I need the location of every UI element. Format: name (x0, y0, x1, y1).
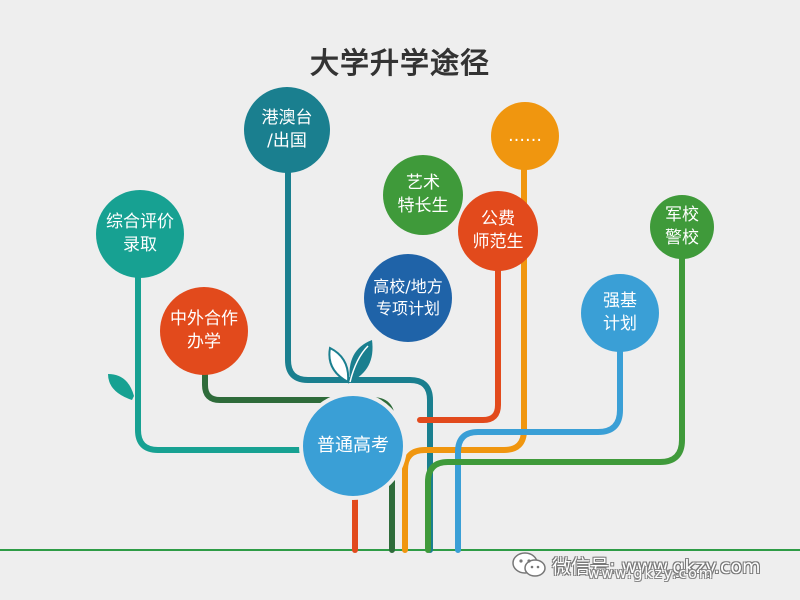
branch-eval (135, 257, 303, 453)
node-more: …… (491, 102, 559, 170)
node-art-label: 艺术 特长生 (397, 173, 449, 216)
node-center-label: 普通高考 (317, 434, 389, 456)
node-eval-label: 综合评价 录取 (106, 212, 174, 255)
branch-hk (285, 162, 433, 553)
node-normal: 公费 师范生 (458, 191, 538, 271)
watermark: 微信号: www.gkzy.com (512, 547, 761, 583)
sprout-icon (328, 340, 373, 384)
branch-strong (455, 347, 623, 553)
node-eval: 综合评价 录取 (96, 190, 184, 278)
node-military: 军校 警校 (650, 195, 714, 259)
node-normal-label: 公费 师范生 (472, 209, 524, 252)
leaf-left-icon (108, 374, 134, 400)
node-center: 普通高考 (299, 392, 407, 500)
watermark-text: 微信号: www.gkzy.com (552, 555, 761, 578)
branch-more (402, 162, 527, 553)
node-art: 艺术 特长生 (383, 155, 463, 235)
branch-normal (417, 267, 501, 423)
node-hk-label: 港澳台 /出国 (261, 108, 313, 151)
node-military-label: 军校 警校 (665, 205, 699, 248)
node-coop-label: 中外合作 办学 (170, 309, 238, 352)
branch-military (425, 247, 685, 553)
page-title: 大学升学途径 (309, 46, 490, 80)
node-strong-label: 强基 计划 (603, 291, 637, 334)
node-coop: 中外合作 办学 (160, 287, 248, 375)
node-strong: 强基 计划 (581, 274, 659, 352)
watermark-sub: www.gkzy.com (588, 566, 715, 582)
wechat-icon (512, 551, 546, 579)
node-more-label: …… (508, 125, 542, 146)
node-hk: 港澳台 /出国 (244, 87, 330, 173)
node-local: 高校/地方 专项计划 (364, 254, 452, 342)
node-local-label: 高校/地方 专项计划 (373, 277, 443, 318)
